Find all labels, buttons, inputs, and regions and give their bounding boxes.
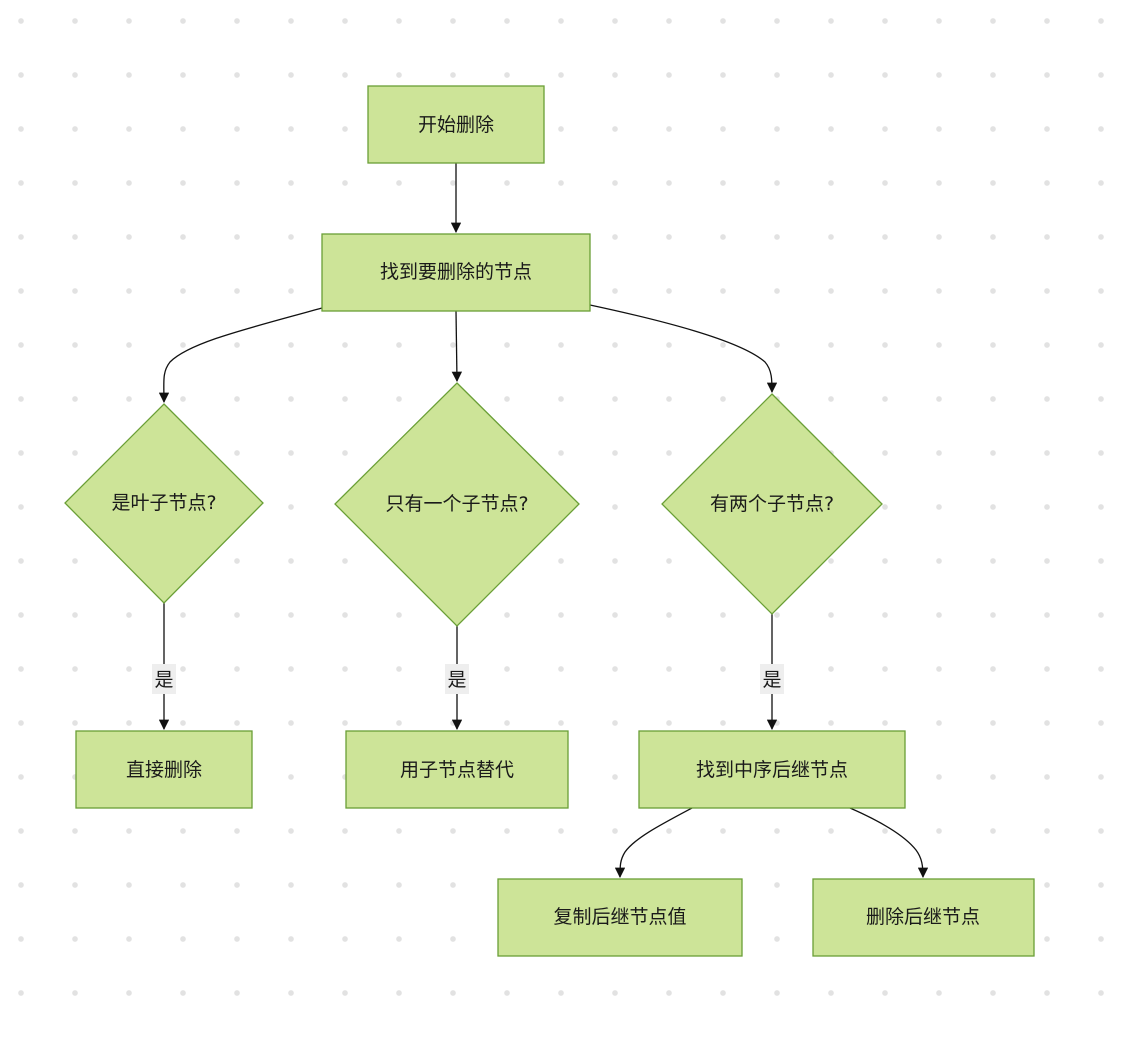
node-label: 直接删除 (126, 759, 202, 781)
edge-find-one-child (451, 310, 463, 383)
decision-two-children[interactable]: 有两个子节点? (661, 393, 883, 615)
node-label: 找到中序后继节点 (696, 759, 848, 781)
edge-label-text: 是 (154, 669, 173, 691)
node-start[interactable]: 开始删除 (367, 85, 545, 164)
edge-label-3: 是 (760, 664, 784, 694)
decision-label: 是叶子节点? (111, 492, 216, 514)
node-find[interactable]: 找到要删除的节点 (321, 233, 591, 312)
decision-is-leaf[interactable]: 是叶子节点? (64, 403, 264, 604)
node-delete-direct[interactable]: 直接删除 (75, 730, 253, 809)
node-copy-value[interactable]: 复制后继节点值 (497, 878, 743, 957)
node-label: 找到要删除的节点 (380, 261, 532, 283)
node-find-successor[interactable]: 找到中序后继节点 (638, 730, 906, 809)
node-label: 开始删除 (418, 114, 494, 136)
decision-label: 有两个子节点? (710, 493, 834, 515)
node-label: 用子节点替代 (400, 759, 514, 781)
edge-find-two-children (589, 304, 778, 394)
decision-label: 只有一个子节点? (385, 493, 528, 515)
node-replace-child[interactable]: 用子节点替代 (345, 730, 569, 809)
edge-successor-copy (614, 807, 693, 879)
edge-find-is-leaf (158, 307, 323, 404)
edge-label-text: 是 (762, 669, 781, 691)
edge-label-2: 是 (445, 664, 469, 694)
edge-label-1: 是 (152, 664, 176, 694)
decision-one-child[interactable]: 只有一个子节点? (334, 382, 580, 627)
edge-successor-delete (849, 807, 929, 879)
node-label: 复制后继节点值 (553, 906, 686, 928)
edge-label-text: 是 (447, 669, 466, 691)
node-delete-successor[interactable]: 删除后继节点 (812, 878, 1035, 957)
node-label: 删除后继节点 (866, 906, 980, 928)
